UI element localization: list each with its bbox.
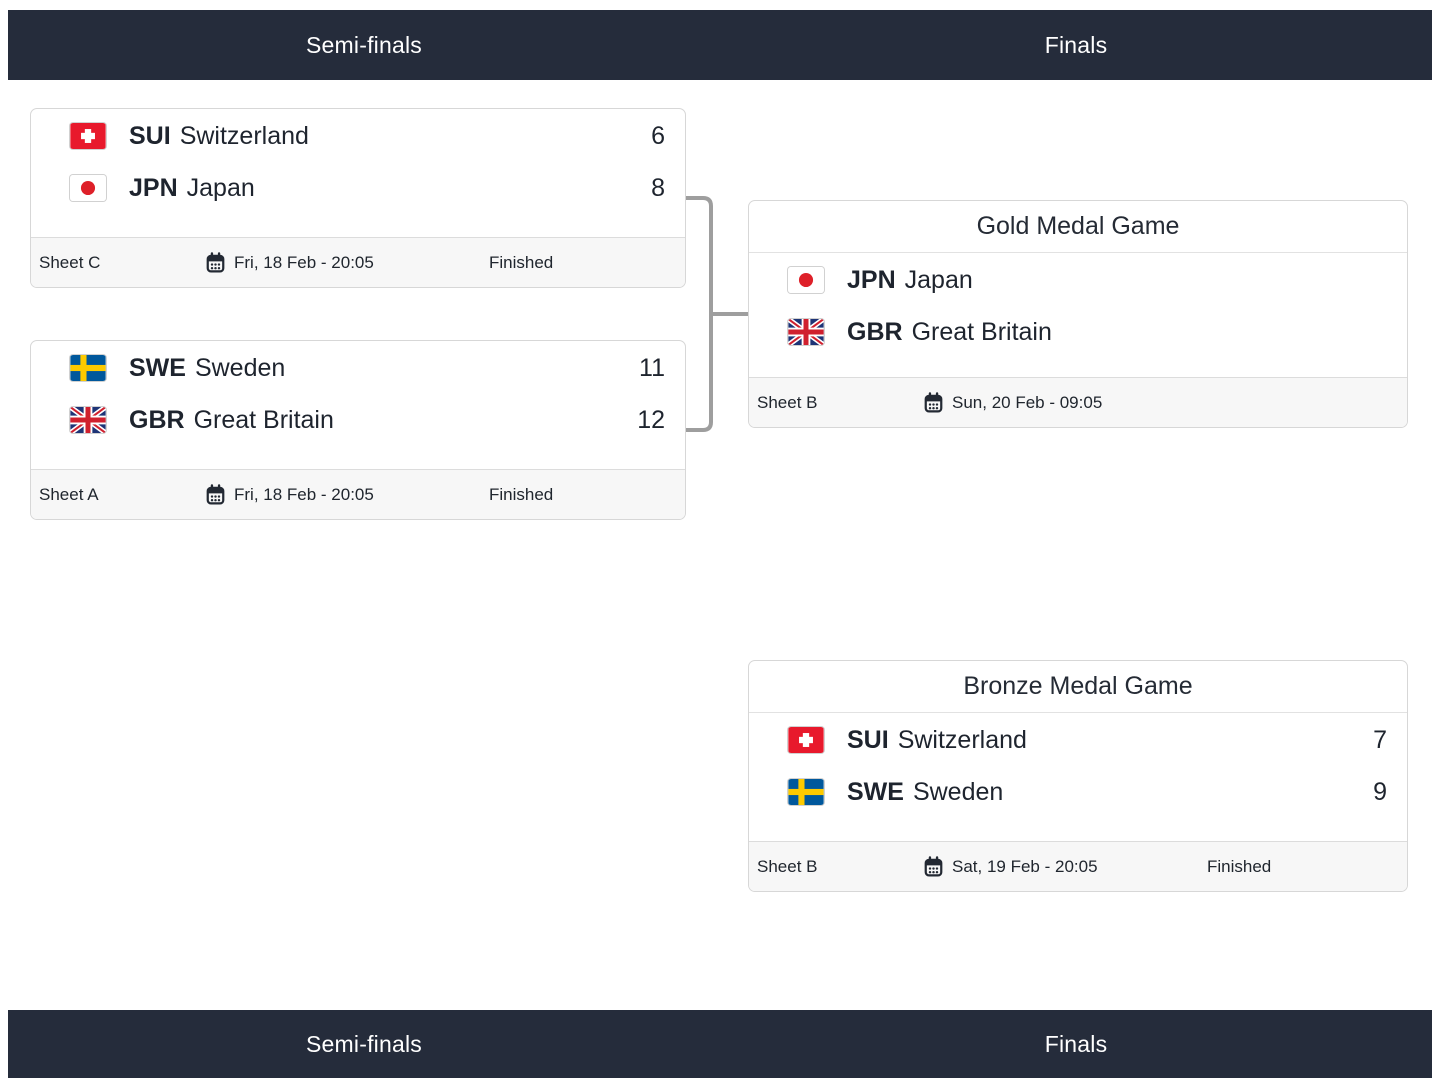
match-datetime: Sat, 19 Feb - 20:05 (924, 856, 1207, 877)
team-score: 8 (651, 173, 665, 202)
team-row: GBR Great Britain (749, 306, 1407, 358)
japan-flag-icon (787, 266, 825, 294)
team-code: GBR (129, 405, 185, 434)
match-card-bronze-medal-game[interactable]: Bronze Medal Game SUI Switzerland 7 SWE … (748, 660, 1408, 892)
team-score: 7 (1373, 725, 1387, 754)
column-header-finals: Finals (1044, 1030, 1108, 1057)
top-header-bar: Semi-finals Finals (8, 10, 1432, 80)
team-list: SUI Switzerland 6 JPN Japan 8 (31, 109, 685, 237)
status-label: Finished (489, 484, 554, 504)
team-row: JPN Japan (749, 254, 1407, 306)
match-title: Bronze Medal Game (749, 661, 1407, 713)
team-row: JPN Japan 8 (31, 162, 685, 214)
team-score: 11 (639, 353, 665, 382)
match-datetime: Fri, 18 Feb - 20:05 (206, 252, 489, 273)
datetime-label: Sat, 19 Feb - 20:05 (952, 856, 1098, 876)
sweden-flag-icon (787, 778, 825, 806)
match-footer: Sheet C Fri, 18 Feb - 20:05 Finished (31, 237, 685, 287)
team-score: 9 (1373, 777, 1387, 806)
sheet-label: Sheet B (757, 856, 818, 876)
team-name: Sweden (912, 777, 1004, 806)
team-row: SUI Switzerland 6 (31, 110, 685, 162)
team-code: SUI (129, 121, 171, 150)
team-row: GBR Great Britain 12 (31, 394, 685, 446)
team-name: Switzerland (179, 121, 309, 150)
bracket-connector (686, 196, 748, 432)
calendar-icon (924, 392, 943, 413)
sheet-label: Sheet A (39, 484, 99, 504)
status-label: Finished (489, 252, 554, 272)
team-row: SWE Sweden 9 (749, 766, 1407, 818)
column-header-semifinals: Semi-finals (306, 31, 422, 58)
japan-flag-icon (69, 174, 107, 202)
great-britain-flag-icon (69, 406, 107, 434)
sheet-label: Sheet C (39, 252, 101, 272)
match-datetime: Fri, 18 Feb - 20:05 (206, 484, 489, 505)
match-datetime: Sun, 20 Feb - 09:05 (924, 392, 1207, 413)
team-name: Great Britain (911, 317, 1052, 346)
match-card-gold-medal-game[interactable]: Gold Medal Game JPN Japan GBR Great Brit… (748, 200, 1408, 428)
sheet-label: Sheet B (757, 392, 818, 412)
match-card-semifinal-2[interactable]: SWE Sweden 11 GBR Great Britain 12 Sheet… (30, 340, 686, 520)
team-row: SWE Sweden 11 (31, 342, 685, 394)
team-code: SUI (847, 725, 889, 754)
match-footer: Sheet B Sun, 20 Feb - 09:05 (749, 377, 1407, 427)
team-list: JPN Japan GBR Great Britain (749, 253, 1407, 377)
column-header-semifinals: Semi-finals (306, 1030, 422, 1057)
great-britain-flag-icon (787, 318, 825, 346)
team-name: Japan (186, 173, 255, 202)
sweden-flag-icon (69, 354, 107, 382)
team-score: 6 (651, 121, 665, 150)
team-code: JPN (129, 173, 178, 202)
calendar-icon (206, 484, 225, 505)
bottom-header-bar: Semi-finals Finals (8, 1010, 1432, 1078)
team-code: SWE (847, 777, 904, 806)
team-code: GBR (847, 317, 903, 346)
datetime-label: Fri, 18 Feb - 20:05 (234, 484, 374, 504)
calendar-icon (206, 252, 225, 273)
calendar-icon (924, 856, 943, 877)
match-title: Gold Medal Game (749, 201, 1407, 253)
team-code: JPN (847, 265, 896, 294)
status-label: Finished (1207, 856, 1272, 876)
datetime-label: Fri, 18 Feb - 20:05 (234, 252, 374, 272)
team-name: Great Britain (193, 405, 334, 434)
team-name: Switzerland (897, 725, 1027, 754)
team-name: Sweden (194, 353, 286, 382)
switzerland-flag-icon (787, 726, 825, 754)
switzerland-flag-icon (69, 122, 107, 150)
column-header-finals: Finals (1044, 31, 1108, 58)
team-list: SUI Switzerland 7 SWE Sweden 9 (749, 713, 1407, 841)
match-footer: Sheet A Fri, 18 Feb - 20:05 Finished (31, 469, 685, 519)
match-footer: Sheet B Sat, 19 Feb - 20:05 Finished (749, 841, 1407, 891)
team-name: Japan (904, 265, 973, 294)
match-card-semifinal-1[interactable]: SUI Switzerland 6 JPN Japan 8 Sheet C Fr… (30, 108, 686, 288)
team-code: SWE (129, 353, 186, 382)
team-list: SWE Sweden 11 GBR Great Britain 12 (31, 341, 685, 469)
datetime-label: Sun, 20 Feb - 09:05 (952, 392, 1103, 412)
team-row: SUI Switzerland 7 (749, 714, 1407, 766)
team-score: 12 (637, 405, 665, 434)
